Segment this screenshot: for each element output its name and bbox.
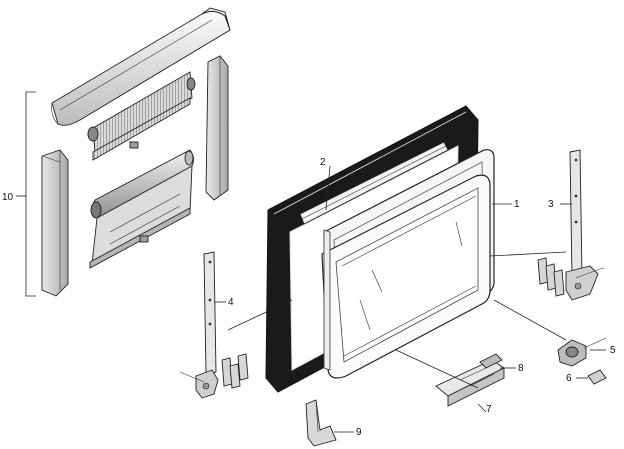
callout-4: 4: [228, 297, 234, 308]
callout-1: 1: [514, 199, 520, 210]
callout-10: 10: [2, 192, 14, 203]
right-hinge-arm: [565, 149, 605, 301]
blind-cassette-assembly: [41, 7, 231, 297]
explode-lines: [227, 251, 567, 389]
left-hinge-arm: [179, 251, 219, 399]
right-clips: [537, 257, 565, 297]
callout-9: 9: [356, 427, 362, 438]
callout-3: 3: [548, 199, 554, 210]
small-clip: [587, 369, 607, 385]
callout-8: 8: [518, 363, 524, 374]
callout-2: 2: [320, 157, 326, 168]
handle-catch: [557, 337, 607, 367]
corner-bracket: [305, 399, 337, 447]
left-clips: [221, 353, 249, 389]
sliding-latch: [435, 353, 505, 407]
callout-5: 5: [610, 345, 616, 356]
glass-pane: [321, 149, 495, 379]
callout-6: 6: [566, 373, 572, 384]
callout-7: 7: [486, 404, 492, 415]
